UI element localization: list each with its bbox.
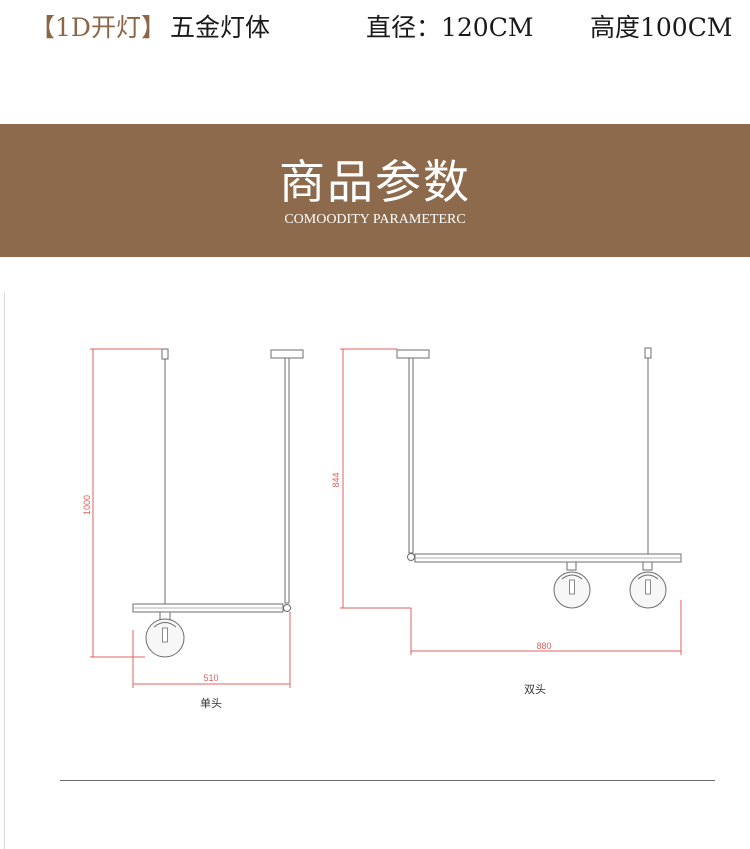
spec-diameter: 直径：120CM [366,13,534,42]
single-bulb [162,627,168,643]
single-dimensions [90,348,291,688]
single-ceiling-clip [161,348,169,360]
double-rod [408,357,414,554]
double-socket-left [566,561,577,571]
section-banner: 商品参数 COMOODITY PARAMETERC [0,124,750,257]
single-rod [284,357,290,604]
double-ceiling-clip [644,347,652,359]
banner-title: 商品参数 [279,155,471,209]
double-height-label: 844 [331,472,341,487]
double-canopy [396,349,430,359]
single-joint [283,604,291,612]
single-caption: 单头 [200,697,222,710]
spec-tag: 【1D开灯】 [30,13,166,42]
banner-subtitle: COMOODITY PARAMETERC [284,212,466,227]
single-canopy [270,349,304,359]
double-caption: 双头 [524,683,546,696]
double-dimensions [340,348,682,655]
double-width-label: 880 [536,641,551,651]
dimension-drawing: 1000 510 单头 844 880 双头 [82,347,682,710]
single-height-label: 1000 [82,495,92,515]
spec-row: 【1D开灯】 五金灯体 直径：120CM 高度100CM [0,0,750,52]
left-border-line [4,292,5,849]
bottom-divider [60,780,715,781]
spec-material: 五金灯体 [170,13,271,42]
spec-height: 高度100CM [590,13,733,42]
double-joint [407,553,415,561]
single-width-label: 510 [203,673,218,683]
single-lamp-drawing [132,348,304,658]
double-lamp-drawing [396,347,682,609]
double-socket-right [642,561,653,571]
